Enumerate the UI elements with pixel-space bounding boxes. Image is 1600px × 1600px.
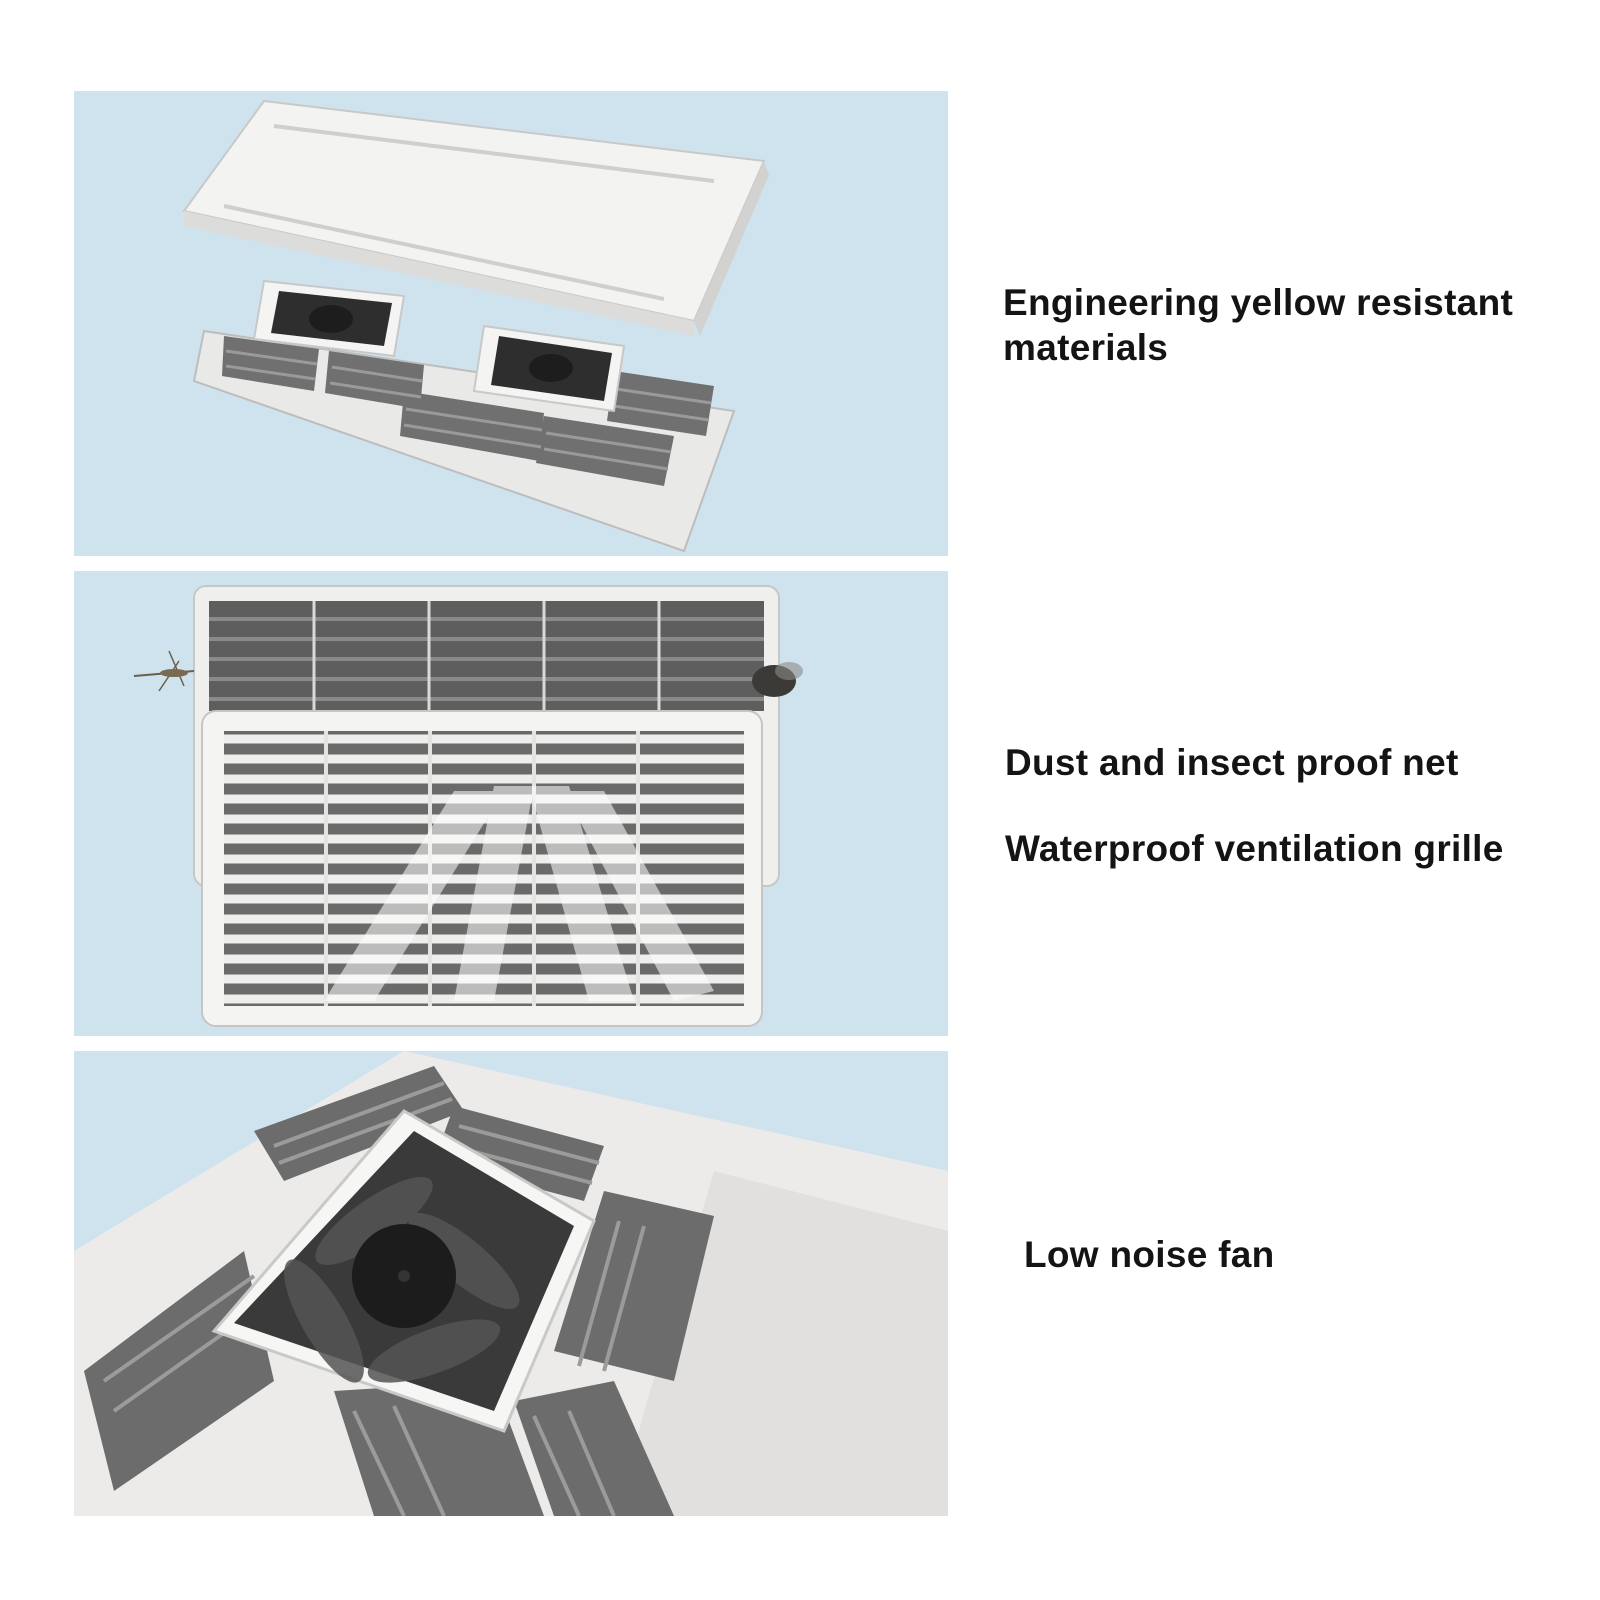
mesh-ribs [225,349,712,471]
fan-closeup-illustration [74,1051,948,1516]
fan-module-left [252,279,406,358]
airflow-streams [324,786,714,1001]
fan-unit [211,1109,596,1433]
product-photo-grille [74,571,948,1036]
top-cover [182,99,769,336]
ventilation-grille [201,710,763,1027]
product-photo-fan-closeup [74,1051,948,1516]
fan-hub-screw [398,1270,410,1282]
mesh-dividers [312,601,661,711]
grille-illustration [133,585,803,1027]
fan-module-right [472,324,626,413]
feature-caption-fan: Low noise fan [1024,1234,1275,1275]
feature-caption-grille: Waterproof ventilation grille [1005,828,1504,869]
fly-icon [752,662,803,697]
channel-ribs [102,1081,646,1516]
feature-caption-net: Dust and insect proof net [1005,742,1459,783]
exploded-cover-illustration [182,99,769,553]
product-photo-exploded-cover [74,91,948,556]
mesh-slats [209,617,764,701]
feature-caption-materials: Engineering yellow resistant materials [1003,282,1514,368]
mosquito-icon [133,650,195,692]
